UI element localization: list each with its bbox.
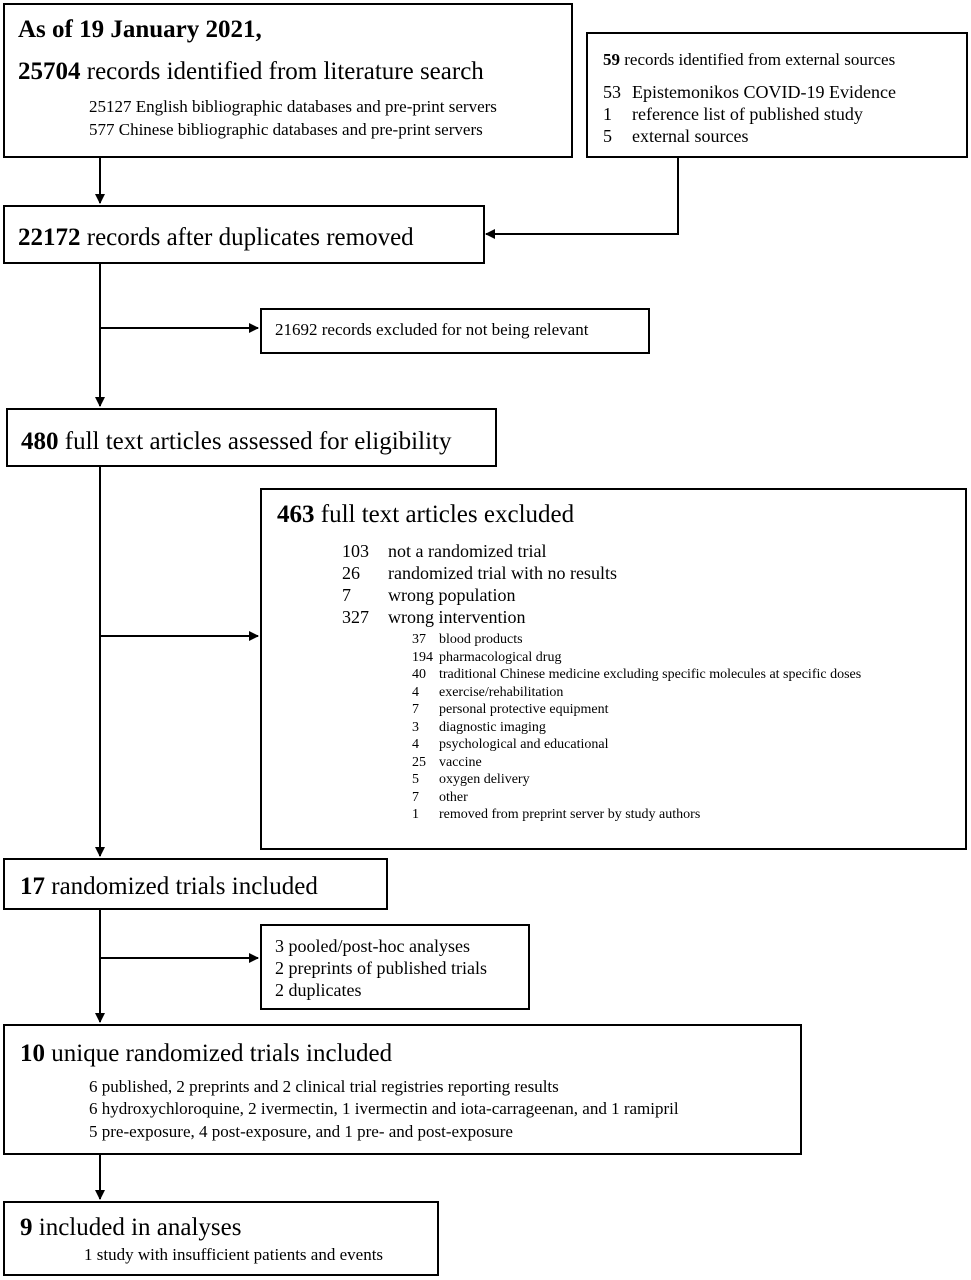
deduplicated-line: 22172 records after duplicates removed — [18, 225, 414, 250]
analyses-count: 9 — [20, 1214, 33, 1241]
search-chinese-line: 577 Chinese bibliographic databases and … — [89, 120, 483, 139]
exclusion-reason-count: 327 — [342, 607, 369, 627]
deduplicated-label: records after duplicates removed — [86, 224, 414, 251]
external-item-count: 5 — [603, 126, 612, 146]
intervention-label: other — [439, 789, 468, 805]
search-records-count: 25704 — [18, 58, 81, 85]
intervention-count: 5 — [412, 772, 419, 787]
unique-trials-count: 10 — [20, 1040, 45, 1067]
literature-search-box: As of 19 January 2021, 25704 records ide… — [3, 3, 573, 158]
trials-included-box: 17 randomized trials included — [3, 858, 388, 910]
external-records-label: records identified from external sources — [624, 50, 896, 69]
search-records-label: records identified from literature searc… — [86, 58, 484, 85]
unique-trials-detail: 6 published, 2 preprints and 2 clinical … — [89, 1077, 559, 1096]
intervention-label: blood products — [439, 632, 523, 647]
pooled-line: 2 preprints of published trials — [275, 958, 487, 978]
fulltext-assessed-count: 480 — [21, 428, 59, 455]
pooled-line: 3 pooled/post-hoc analyses — [275, 936, 470, 956]
unique-trials-detail: 6 hydroxychloroquine, 2 ivermectin, 1 iv… — [89, 1099, 679, 1118]
intervention-count: 4 — [412, 684, 419, 700]
unique-trials-detail: 5 pre-exposure, 4 post-exposure, and 1 p… — [89, 1122, 513, 1141]
fulltext-assessed-label: full text articles assessed for eligibil… — [64, 428, 452, 455]
intervention-count: 37 — [412, 632, 426, 647]
external-item-count: 53 — [603, 82, 621, 102]
exclusion-reason-label: not a randomized trial — [388, 541, 547, 561]
external-records-count: 59 — [603, 50, 620, 69]
exclusion-reason-count: 103 — [342, 541, 369, 561]
fulltext-excluded-label: full text articles excluded — [320, 501, 575, 528]
exclusion-reason-count: 26 — [342, 563, 360, 583]
trials-included-label: randomized trials included — [51, 873, 318, 900]
analyses-box: 9 included in analyses 1 study with insu… — [3, 1201, 439, 1276]
intervention-label: exercise/rehabilitation — [439, 684, 564, 700]
intervention-count: 7 — [412, 789, 419, 805]
exclusion-reason-count: 7 — [342, 585, 351, 605]
exclusion-reason-label: wrong population — [388, 585, 516, 605]
external-item-label: external sources — [632, 126, 749, 146]
intervention-label: psychological and educational — [439, 737, 609, 752]
intervention-label: pharmacological drug — [439, 649, 562, 665]
intervention-label: traditional Chinese medicine excluding s… — [439, 667, 862, 682]
external-item-count: 1 — [603, 104, 612, 124]
fulltext-excluded-count: 463 — [277, 501, 315, 528]
pooled-excluded-box: 3 pooled/post-hoc analyses 2 preprints o… — [260, 924, 530, 1010]
intervention-count: 3 — [412, 719, 419, 735]
analyses-label: included in analyses — [38, 1214, 242, 1241]
external-records-line: 59 records identified from external sour… — [603, 51, 895, 68]
excluded-relevance-text: 21692 records excluded for not being rel… — [275, 320, 589, 339]
search-english-line: 25127 English bibliographic databases an… — [89, 97, 497, 116]
fulltext-assessed-line: 480 full text articles assessed for elig… — [21, 429, 451, 454]
analyses-note: 1 study with insufficient patients and e… — [84, 1245, 384, 1264]
intervention-label: oxygen delivery — [439, 772, 530, 787]
unique-trials-line: 10 unique randomized trials included — [20, 1041, 392, 1066]
exclusion-reason-label: wrong intervention — [388, 607, 526, 627]
search-date: As of 19 January 2021, — [18, 16, 262, 43]
deduplicated-box: 22172 records after duplicates removed — [3, 205, 485, 264]
intervention-count: 1 — [412, 807, 419, 822]
search-records-line: 25704 records identified from literature… — [18, 59, 484, 84]
intervention-label: vaccine — [439, 754, 482, 770]
fulltext-assessed-box: 480 full text articles assessed for elig… — [6, 408, 497, 467]
intervention-count: 7 — [412, 702, 419, 717]
intervention-count: 194 — [412, 649, 433, 665]
trials-included-count: 17 — [20, 873, 45, 900]
external-item-label: reference list of published study — [632, 104, 863, 124]
excluded-relevance-box: 21692 records excluded for not being rel… — [260, 308, 650, 354]
fulltext-excluded-box: 463 full text articles excluded 103 not … — [260, 488, 967, 850]
intervention-label: personal protective equipment — [439, 702, 609, 717]
unique-trials-label: unique randomized trials included — [51, 1040, 393, 1067]
unique-trials-box: 10 unique randomized trials included 6 p… — [3, 1024, 802, 1155]
external-item-label: Epistemonikos COVID-19 Evidence — [632, 82, 896, 102]
analyses-line: 9 included in analyses — [20, 1215, 241, 1240]
fulltext-excluded-line: 463 full text articles excluded — [277, 502, 574, 527]
intervention-label: diagnostic imaging — [439, 719, 546, 735]
exclusion-reason-label: randomized trial with no results — [388, 563, 617, 583]
intervention-count: 25 — [412, 754, 426, 770]
trials-included-line: 17 randomized trials included — [20, 874, 318, 899]
external-sources-box: 59 records identified from external sour… — [586, 32, 968, 158]
deduplicated-count: 22172 — [18, 224, 81, 251]
pooled-line: 2 duplicates — [275, 980, 362, 1000]
intervention-count: 40 — [412, 667, 426, 682]
intervention-count: 4 — [412, 737, 419, 752]
intervention-label: removed from preprint server by study au… — [439, 807, 701, 822]
arrow-external-to-dedup — [485, 158, 679, 239]
